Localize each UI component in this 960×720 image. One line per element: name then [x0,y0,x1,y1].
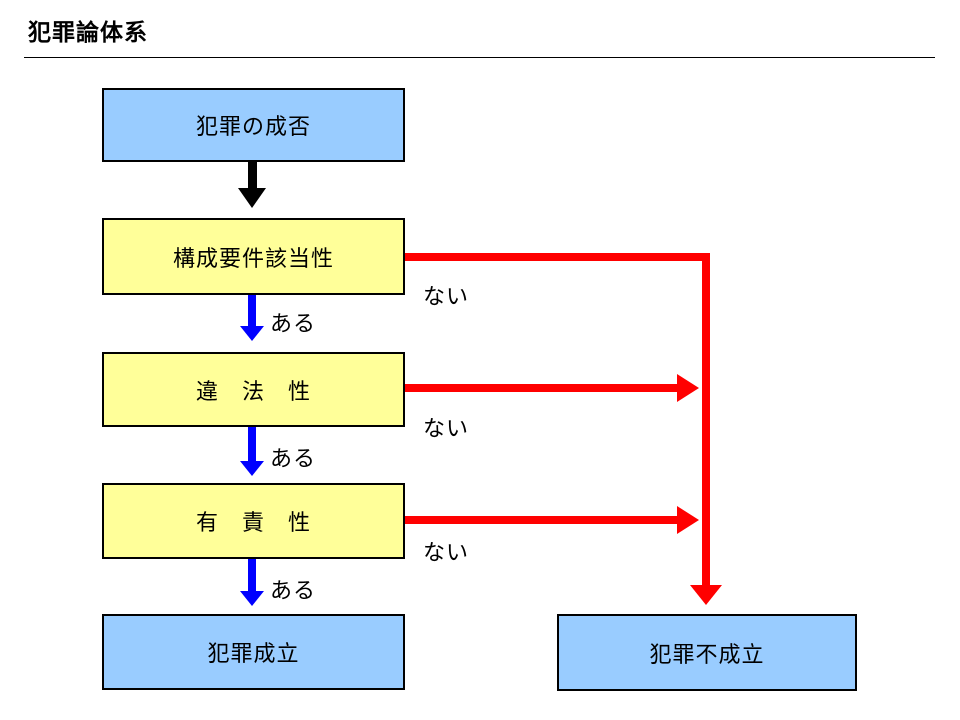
edge-label-no-2: ない [423,416,470,441]
red-right-arrow-illegality-shaft [405,384,677,392]
edge-label-yes-2: ある [270,446,317,471]
black-down-arrow-shaft [248,162,257,188]
blue-down-arrow-1-head [240,326,264,341]
node-illegality-label: 違 法 性 [195,378,311,404]
node-illegality: 違 法 性 [102,352,405,427]
edge-label-yes-1: ある [270,311,317,336]
blue-down-arrow-2-head [240,461,264,476]
blue-down-arrow-3-head [240,591,264,606]
red-right-arrow-illegality-head [677,374,699,402]
red-connector-vertical-shaft [702,253,710,585]
blue-down-arrow-2-shaft [248,427,256,461]
edge-label-no-1: ない [423,284,470,309]
node-crime-established-label: 犯罪成立 [207,641,300,666]
node-crime-not-established: 犯罪不成立 [557,614,857,691]
edge-label-yes-3: ある [270,578,317,603]
blue-down-arrow-1-shaft [248,295,256,326]
red-connector-down-head [690,585,722,605]
page-title: 犯罪論体系 [28,19,148,45]
node-culpability-label: 有 責 性 [195,510,311,535]
node-crime-question: 犯罪の成否 [102,88,405,162]
node-culpability: 有 責 性 [102,483,405,559]
black-down-arrow-head [238,188,266,208]
node-crime-question-label: 犯罪の成否 [195,114,311,139]
node-crime-established: 犯罪成立 [102,614,405,690]
red-right-arrow-culpability-head [677,506,699,534]
red-right-arrow-culpability-shaft [405,516,677,524]
blue-down-arrow-3-shaft [248,559,256,591]
title-divider [24,57,935,58]
node-crime-not-established-label: 犯罪不成立 [649,641,765,667]
node-tatbestand-label: 構成要件該当性 [172,245,334,271]
edge-label-no-3: ない [423,540,470,565]
node-tatbestand: 構成要件該当性 [102,218,405,295]
red-connector-horizontal-shaft [405,253,710,261]
